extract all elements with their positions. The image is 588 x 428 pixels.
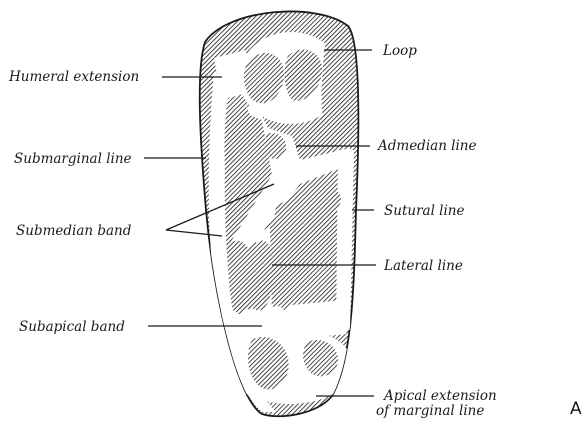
label-submedian-band: Submedian band: [16, 223, 132, 239]
label-apical-extension-line2: of marginal line: [376, 403, 484, 419]
label-loop: Loop: [382, 43, 417, 59]
label-humeral-extension: Humeral extension: [8, 69, 139, 85]
label-admedian-line: Admedian line: [376, 138, 477, 154]
label-subapical-band: Subapical band: [19, 319, 125, 335]
label-sutural-line: Sutural line: [384, 203, 465, 219]
label-lateral-line: Lateral line: [383, 258, 463, 274]
label-apical-extension-line1: Apical extension: [382, 388, 497, 404]
panel-letter: A: [570, 399, 582, 419]
label-submarginal-line: Submarginal line: [14, 151, 132, 167]
